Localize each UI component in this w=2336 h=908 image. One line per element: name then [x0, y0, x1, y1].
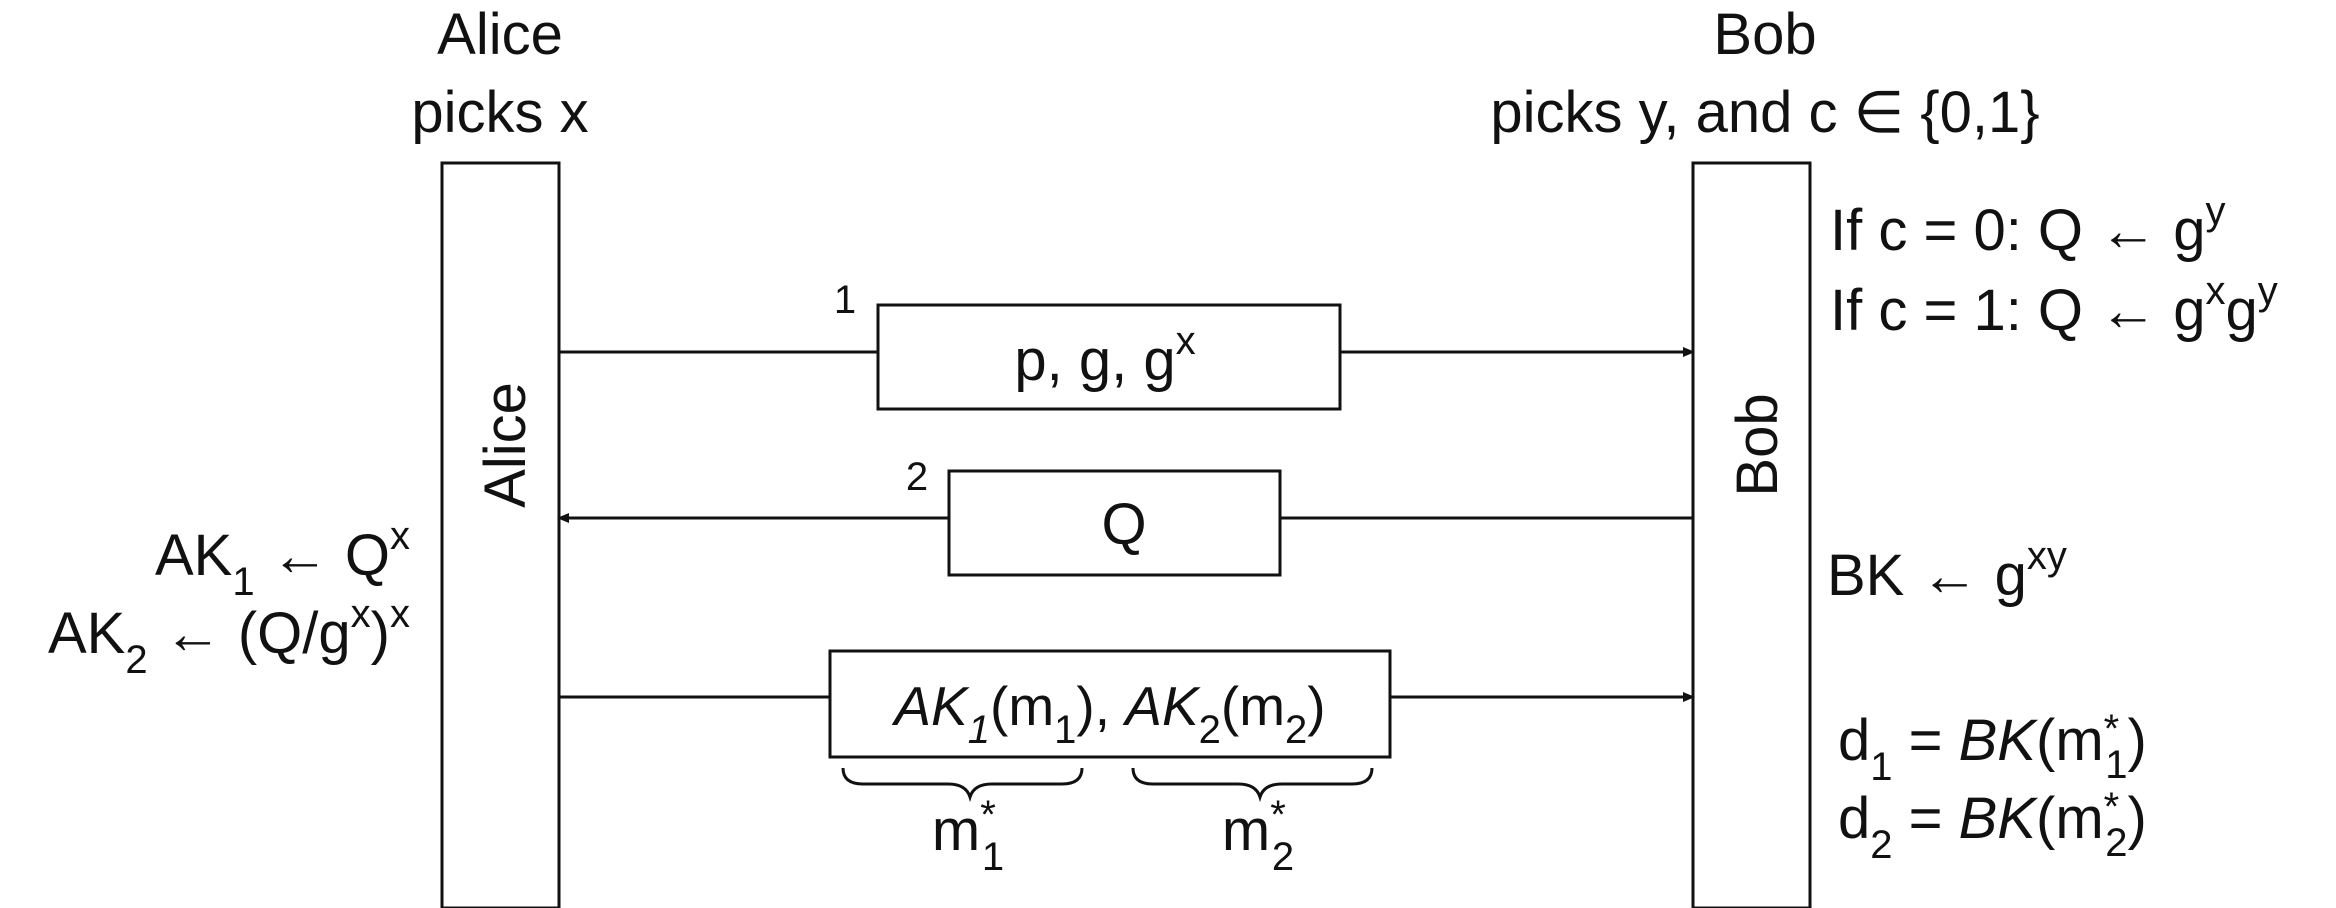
alice-header-name: Alice	[437, 2, 563, 67]
bob-q-rule-c0: If c = 0: Q ← gy	[1830, 189, 2226, 263]
bob-header-action: picks y, and c ∈ {0,1}	[1490, 80, 2039, 145]
brace-m1	[841, 767, 1084, 803]
alice-box-label: Alice	[473, 382, 538, 508]
brace-m2-label: m*2	[1222, 793, 1294, 879]
bob-bk-computation: BK ← gxy	[1827, 534, 2067, 608]
bob-header-name: Bob	[1713, 2, 1816, 67]
message-3-label: AK1(m1), AK2(m2)	[891, 675, 1325, 752]
brace-m2	[1131, 767, 1374, 803]
message-2-label: Q	[1101, 492, 1146, 557]
brace-m1-label: m*1	[932, 793, 1004, 879]
alice-header-action: picks x	[411, 80, 588, 145]
message-2-number: 2	[906, 455, 928, 499]
message-1-number: 1	[834, 278, 856, 322]
message-1-label: p, g, gx	[1014, 319, 1195, 393]
alice-ak2-computation: AK2 ← (Q/gx)x	[48, 592, 410, 682]
alice-box	[440, 161, 561, 908]
bob-box-label: Bob	[1725, 393, 1790, 496]
message-2-box	[947, 469, 1282, 577]
message-1-box	[876, 303, 1342, 411]
alice-ak1-computation: AK1 ← Qx	[155, 514, 410, 604]
bob-d2-computation: d2 = BK(m*2)	[1838, 785, 2147, 867]
bob-d1-computation: d1 = BK(m*1)	[1838, 707, 2147, 789]
bob-q-rule-c1: If c = 1: Q ← gxgy	[1830, 269, 2278, 343]
bob-box	[1691, 161, 1812, 908]
message-3-box	[828, 649, 1392, 759]
